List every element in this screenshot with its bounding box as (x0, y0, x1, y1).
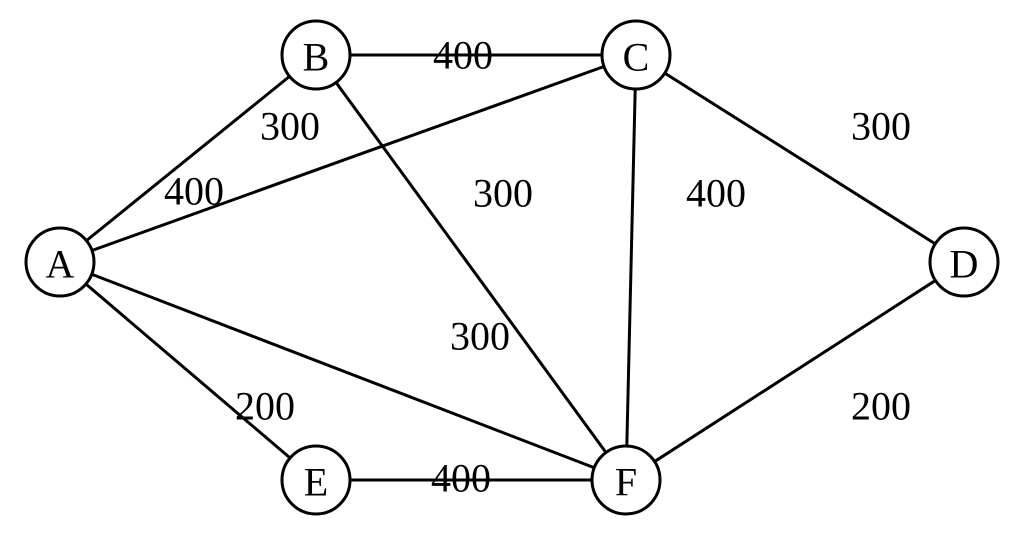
edge-weight-a-b: 300 (260, 104, 320, 149)
node-circle-e (280, 444, 352, 516)
node-label-b: B (303, 35, 330, 80)
edge-a-c (91, 65, 605, 252)
node-label-d: D (950, 242, 979, 287)
node-circle-b (280, 19, 352, 91)
node-c: C (600, 19, 672, 91)
node-label-e: E (304, 460, 328, 505)
node-label-c: C (623, 35, 650, 80)
node-a: A (24, 226, 96, 298)
node-circle-c (600, 19, 672, 91)
edge-c-f (625, 88, 637, 447)
edge-weight-b-c: 400 (433, 33, 493, 78)
node-e: E (280, 444, 352, 516)
node-circle-d (928, 226, 1000, 298)
node-circle-f (590, 444, 662, 516)
edge-b-f (334, 81, 608, 454)
edges-layer (84, 53, 937, 482)
node-circle-a (24, 226, 96, 298)
edge-c-d (663, 71, 937, 246)
edge-weight-c-f: 400 (686, 171, 746, 216)
edge-weight-c-d: 300 (851, 104, 911, 149)
edge-weight-a-c: 400 (164, 169, 224, 214)
edge-weight-f-d: 200 (851, 384, 911, 429)
nodes-layer: A B C D E F (24, 19, 1000, 516)
edge-weight-a-f: 300 (450, 314, 510, 359)
edge-f-d (653, 279, 937, 463)
node-label-f: F (615, 460, 637, 505)
edge-a-e (84, 282, 292, 460)
node-f: F (590, 444, 662, 516)
node-label-a: A (46, 242, 75, 287)
edge-weight-e-f: 400 (431, 456, 491, 501)
node-b: B (280, 19, 352, 91)
edge-weight-a-e: 200 (235, 384, 295, 429)
edge-a-f (91, 272, 595, 470)
edge-a-b (85, 75, 291, 242)
node-d: D (928, 226, 1000, 298)
edge-weight-b-f: 300 (473, 171, 533, 216)
edge-labels-layer: 400 300 400 300 400 300 300 200 400 200 (164, 33, 911, 501)
